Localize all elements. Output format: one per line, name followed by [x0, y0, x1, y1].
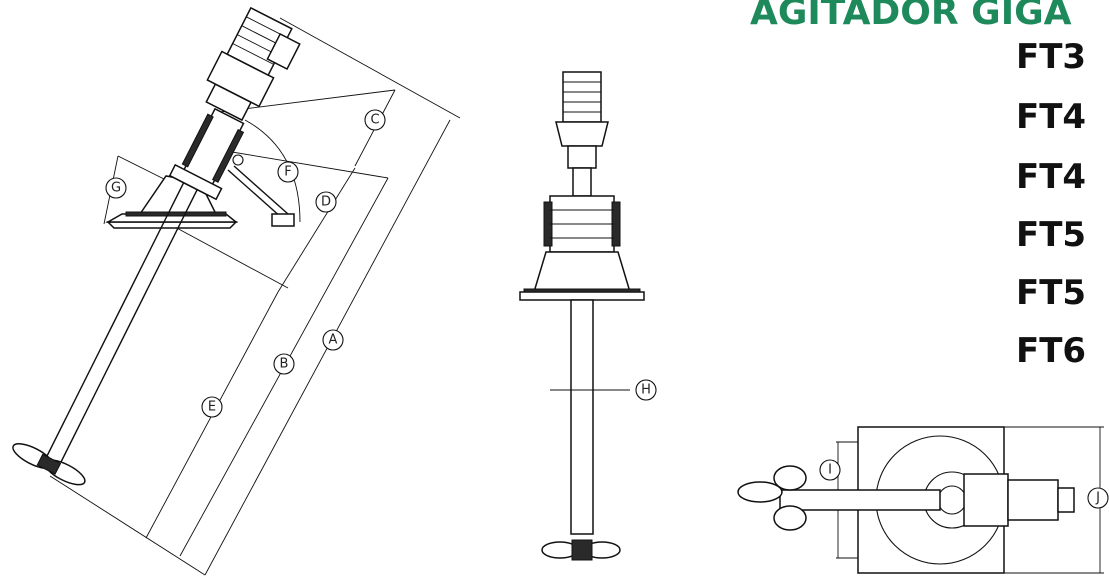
- svg-text:C: C: [370, 113, 379, 128]
- dimension-label-h: H: [635, 379, 657, 401]
- svg-text:E: E: [208, 400, 216, 415]
- model-item: FT5: [1016, 215, 1086, 255]
- model-item: FT3: [1016, 37, 1086, 77]
- svg-text:B: B: [280, 357, 289, 372]
- svg-text:D: D: [321, 195, 331, 210]
- dimension-label-f: F: [277, 161, 299, 183]
- svg-text:H: H: [641, 383, 651, 398]
- dimension-label-a: A: [322, 329, 344, 351]
- front-view: [519, 71, 645, 561]
- svg-text:F: F: [284, 165, 291, 180]
- svg-text:J: J: [1095, 491, 1100, 506]
- dimension-label-j: J: [1087, 487, 1109, 509]
- dimension-label-i: I: [819, 459, 841, 481]
- dimension-label-c: C: [364, 109, 386, 131]
- svg-text:G: G: [111, 181, 121, 196]
- model-item: FT4: [1016, 157, 1086, 197]
- dimension-label-d: D: [315, 191, 337, 213]
- dimension-label-b: B: [273, 353, 295, 375]
- model-item: FT4: [1016, 97, 1086, 137]
- product-title: AGITADOR GIGA: [750, 0, 1072, 33]
- model-item: FT5: [1016, 273, 1086, 313]
- dimension-labels: A B C D E F G H: [105, 109, 1109, 509]
- side-view: [12, 6, 461, 576]
- model-item: FT6: [1016, 331, 1086, 371]
- model-list: FT3 FT4 FT4 FT5 FT5 FT6: [1016, 37, 1086, 371]
- top-view: [737, 426, 1104, 574]
- svg-text:A: A: [329, 333, 338, 348]
- dimension-label-e: E: [201, 396, 223, 418]
- dimension-label-g: G: [105, 177, 127, 199]
- svg-text:I: I: [828, 463, 832, 478]
